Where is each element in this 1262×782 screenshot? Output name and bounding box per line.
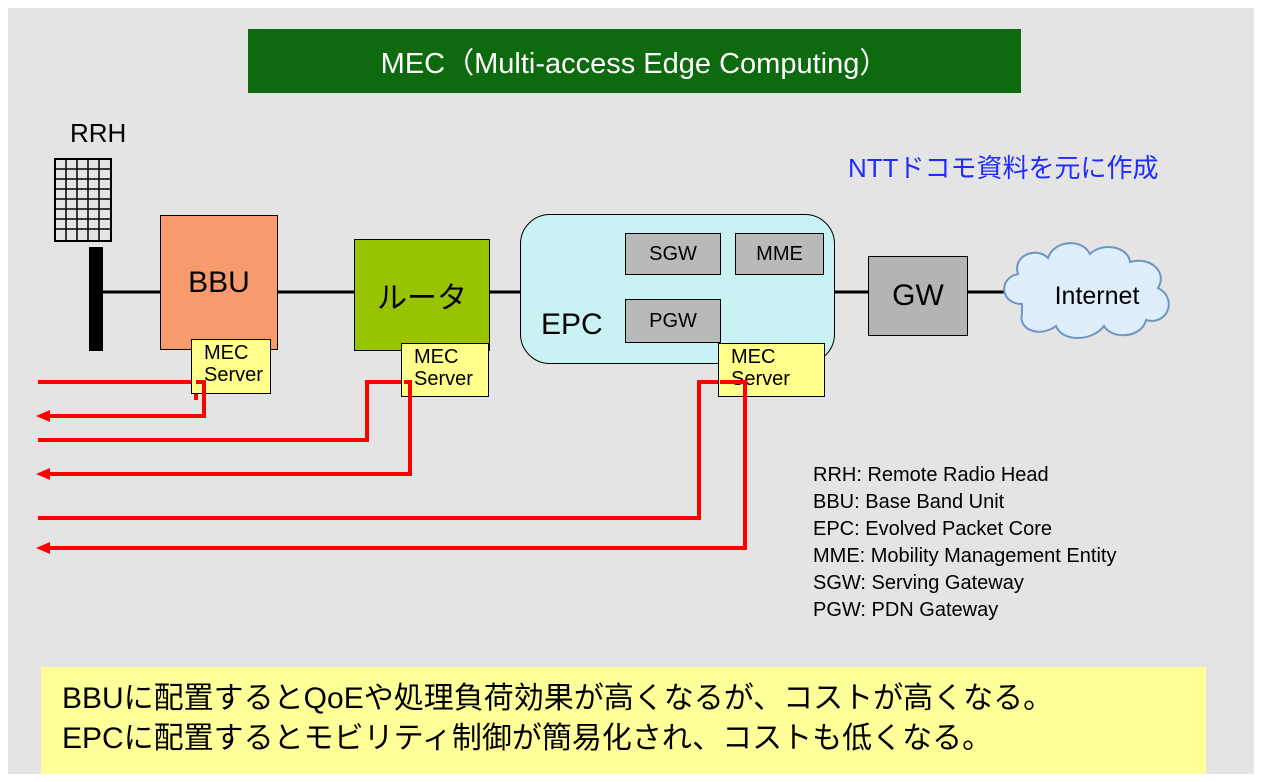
legend-item: SGW: Serving Gateway bbox=[813, 572, 1024, 594]
mme-node: MME bbox=[735, 233, 824, 275]
mec-server-line2: Server bbox=[731, 368, 790, 390]
diagram-title: MEC（Multi-access Edge Computing） bbox=[248, 29, 1021, 93]
mec-server-router: MEC Server bbox=[401, 343, 489, 397]
arrow-left-icon bbox=[36, 468, 50, 480]
slide-canvas: MEC（Multi-access Edge Computing） RRH NTT… bbox=[8, 8, 1254, 774]
gw-node: GW bbox=[868, 256, 968, 336]
path-epc bbox=[38, 380, 720, 520]
abbreviation-legend: RRH: Remote Radio Head BBU: Base Band Un… bbox=[813, 462, 1116, 624]
legend-item: EPC: Evolved Packet Core bbox=[813, 518, 1052, 540]
arrow-left-icon bbox=[36, 542, 50, 554]
path-bbu-return bbox=[46, 393, 206, 418]
rrh-label: RRH bbox=[70, 118, 127, 148]
mec-server-line1: MEC bbox=[731, 346, 776, 368]
path-epc-return bbox=[46, 388, 747, 550]
mec-server-line2: Server bbox=[414, 368, 473, 390]
mec-data-paths bbox=[38, 380, 747, 550]
bbu-node: BBU bbox=[160, 215, 278, 350]
summary-line-2: EPCに配置するとモビリティ制御が簡易化され、コストも低くなる。 bbox=[62, 722, 993, 755]
legend-item: PGW: PDN Gateway bbox=[813, 599, 999, 621]
pgw-node: PGW bbox=[625, 299, 721, 343]
legend-item: BBU: Base Band Unit bbox=[813, 491, 1005, 513]
arrow-heads bbox=[36, 410, 50, 554]
router-node: ルータ bbox=[354, 239, 490, 351]
sgw-node: SGW bbox=[625, 233, 721, 275]
mec-server-line2: Server bbox=[204, 364, 263, 386]
path-router bbox=[38, 380, 404, 442]
summary-note: BBUに配置するとQoEや処理負荷効果が高くなるが、コストが高くなる。 EPCに… bbox=[41, 667, 1206, 774]
summary-line-1: BBUに配置するとQoEや処理負荷効果が高くなるが、コストが高くなる。 bbox=[62, 682, 1054, 715]
internet-cloud-icon bbox=[1003, 242, 1170, 339]
arrow-left-icon bbox=[36, 410, 50, 422]
legend-item: MME: Mobility Management Entity bbox=[813, 545, 1117, 567]
mec-server-epc: MEC Server bbox=[718, 343, 825, 397]
mec-server-line1: MEC bbox=[414, 346, 459, 368]
mec-server-line1: MEC bbox=[204, 342, 249, 364]
connection-layer bbox=[36, 158, 1170, 554]
path-router-return bbox=[46, 387, 412, 476]
internet-label: Internet bbox=[1054, 282, 1140, 310]
path-bbu bbox=[38, 380, 198, 400]
epc-label: EPC bbox=[541, 308, 603, 341]
rrh-antenna-icon bbox=[54, 158, 112, 351]
source-note: NTTドコモ資料を元に作成 bbox=[848, 153, 1159, 183]
mec-server-bbu: MEC Server bbox=[191, 339, 271, 394]
legend-item: RRH: Remote Radio Head bbox=[813, 464, 1049, 486]
